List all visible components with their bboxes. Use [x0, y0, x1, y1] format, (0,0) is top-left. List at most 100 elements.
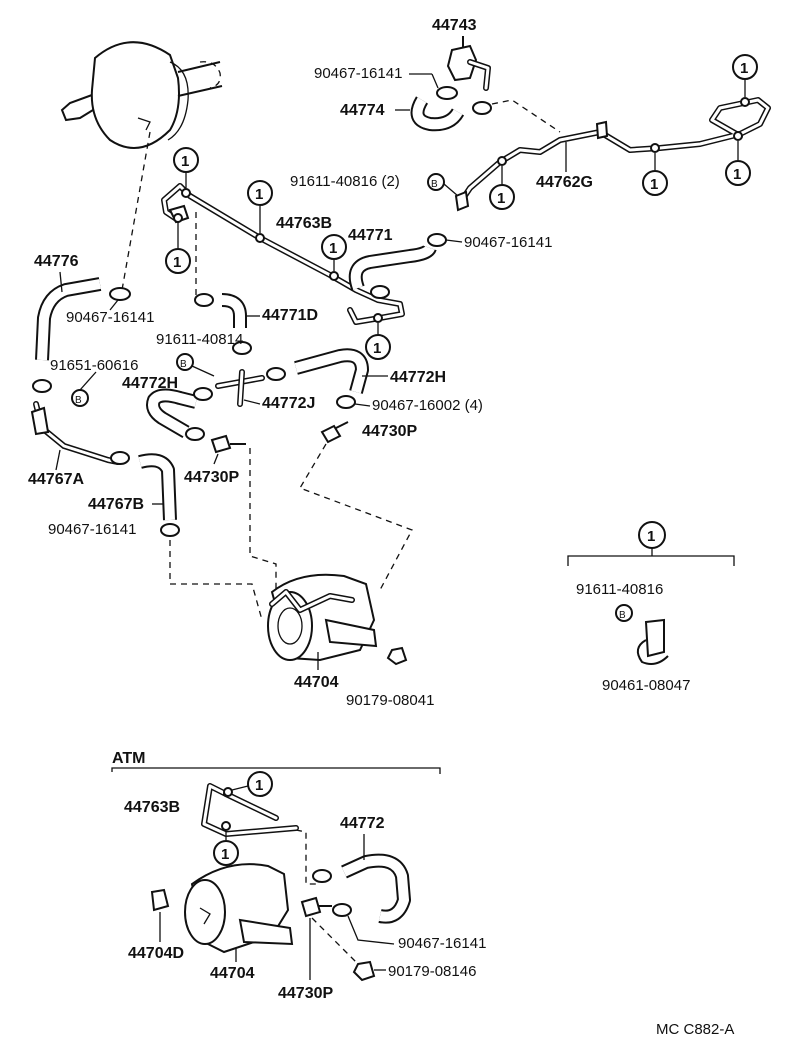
- label-atm-44772: 44772: [340, 815, 385, 832]
- label-44730P-mid: 44730P: [184, 469, 239, 486]
- pipe-44762G: [459, 97, 771, 203]
- clamp-top: [431, 73, 458, 100]
- label-90467-16002-4: 90467-16002 (4): [372, 397, 483, 414]
- marker-1-a: 1: [732, 54, 758, 107]
- label-44704: 44704: [294, 674, 339, 691]
- label-90467-16141-top: 90467-16141: [314, 65, 402, 82]
- nut-90179-08041: [386, 646, 408, 666]
- label-44772H-left: 44772H: [122, 375, 178, 392]
- svg-text:1: 1: [733, 166, 741, 183]
- hose-44776: [35, 277, 102, 361]
- valve-44730P-right: [320, 421, 349, 444]
- brake-booster: [60, 41, 223, 149]
- svg-text:B: B: [619, 610, 626, 621]
- label-44767B: 44767B: [88, 496, 144, 513]
- label-atm: ATM: [112, 750, 145, 767]
- svg-text:1: 1: [221, 846, 229, 863]
- label-44771D: 44771D: [262, 307, 318, 324]
- svg-text:1: 1: [181, 153, 189, 170]
- label-44776: 44776: [34, 253, 79, 270]
- clip-b-mid: B: [176, 353, 215, 377]
- hose-44772H-left: [146, 388, 198, 439]
- label-atm-44730P: 44730P: [278, 985, 333, 1002]
- clamp-44772J: [266, 367, 286, 381]
- leader-booster: [121, 131, 151, 291]
- clamp-44771D-b: [232, 341, 252, 355]
- label-44772J: 44772J: [262, 395, 315, 412]
- label-44743: 44743: [432, 17, 477, 34]
- label-90461-08047: 90461-08047: [602, 677, 690, 694]
- svg-text:1: 1: [255, 186, 263, 203]
- pipe-44767A: [30, 401, 121, 465]
- svg-text:1: 1: [173, 254, 181, 271]
- label-91611-40814: 91611-40814: [156, 331, 243, 348]
- atm-bracket: [111, 767, 441, 774]
- svg-text:B: B: [180, 359, 187, 370]
- atm-pipe-44763B: [201, 783, 299, 837]
- label-atm-44704: 44704: [210, 965, 255, 982]
- label-44762G: 44762G: [536, 174, 593, 191]
- clamp-44771D: [194, 293, 214, 307]
- svg-text:1: 1: [373, 340, 381, 357]
- valve-44743: [446, 36, 491, 91]
- clamp-44774: [472, 101, 492, 115]
- label-91651-60616: 91651-60616: [50, 357, 138, 374]
- clamp-44771: [427, 233, 447, 247]
- marker-1-atm-a: 1: [223, 771, 273, 797]
- marker-1-i: 1: [365, 313, 391, 360]
- marker-1-c: 1: [725, 131, 751, 186]
- marker-1-g: 1: [165, 213, 191, 274]
- svg-text:1: 1: [255, 777, 263, 794]
- tee-44772J: [215, 369, 265, 407]
- clamp-44772H-left: [193, 387, 213, 401]
- hose-44772H-right: [294, 348, 369, 394]
- label-atm-90179-08146: 90179-08146: [388, 963, 476, 980]
- svg-text:B: B: [431, 179, 438, 190]
- label-44767A: 44767A: [28, 471, 84, 488]
- atm-clamp-b: [332, 903, 352, 917]
- marker-1-h: 1: [321, 234, 347, 281]
- label-44763B: 44763B: [276, 215, 332, 232]
- atm-valve-44730P: [300, 896, 332, 918]
- hose-44767B: [138, 453, 177, 521]
- marker-1-d: 1: [489, 156, 515, 210]
- label-44774: 44774: [340, 102, 385, 119]
- hose-44771D: [221, 293, 247, 328]
- svg-text:1: 1: [740, 60, 748, 77]
- label-atm-44763B: 44763B: [124, 799, 180, 816]
- marker-1-f: 1: [247, 180, 273, 243]
- footer-code: MC C882-A: [656, 1021, 734, 1038]
- clip-b-left: B: [71, 371, 97, 407]
- clamp-44767: [32, 379, 52, 393]
- clamp-44772H-right: [336, 395, 356, 409]
- clip-b-top: B: [427, 173, 470, 212]
- clamp-44772H-left-b: [185, 427, 205, 441]
- hose-44774: [410, 96, 465, 132]
- label-90467-16141-mid: 90467-16141: [464, 234, 552, 251]
- clamp-44767A: [110, 451, 130, 465]
- label-90467-16141-left: 90467-16141: [66, 309, 154, 326]
- hose-44771: [348, 244, 437, 291]
- atm-hose-44772: [341, 853, 411, 924]
- atm-clamp-a: [312, 869, 332, 883]
- label-91611-40816: 91611-40816: [576, 581, 663, 598]
- clamp-44767B: [160, 523, 180, 537]
- marker-1-b: 1: [642, 143, 668, 196]
- svg-text:B: B: [75, 395, 82, 406]
- label-atm-90467-16141: 90467-16141: [398, 935, 486, 952]
- label-44730P-right: 44730P: [362, 423, 417, 440]
- svg-text:1: 1: [497, 190, 505, 207]
- label-44772H-right: 44772H: [390, 369, 446, 386]
- marker-1-e: 1: [173, 147, 199, 198]
- clamp-44776: [109, 287, 131, 301]
- label-atm-44704D: 44704D: [128, 945, 184, 962]
- svg-text:1: 1: [329, 240, 337, 257]
- canister-44704: [267, 573, 378, 662]
- atm-nut-90179-08146: [352, 960, 376, 982]
- label-90467-16141-low: 90467-16141: [48, 521, 136, 538]
- atm-nut-44704D: [150, 888, 170, 912]
- label-91611-40816-2: 91611-40816 (2): [290, 173, 400, 190]
- inset-1: 1: [567, 521, 735, 566]
